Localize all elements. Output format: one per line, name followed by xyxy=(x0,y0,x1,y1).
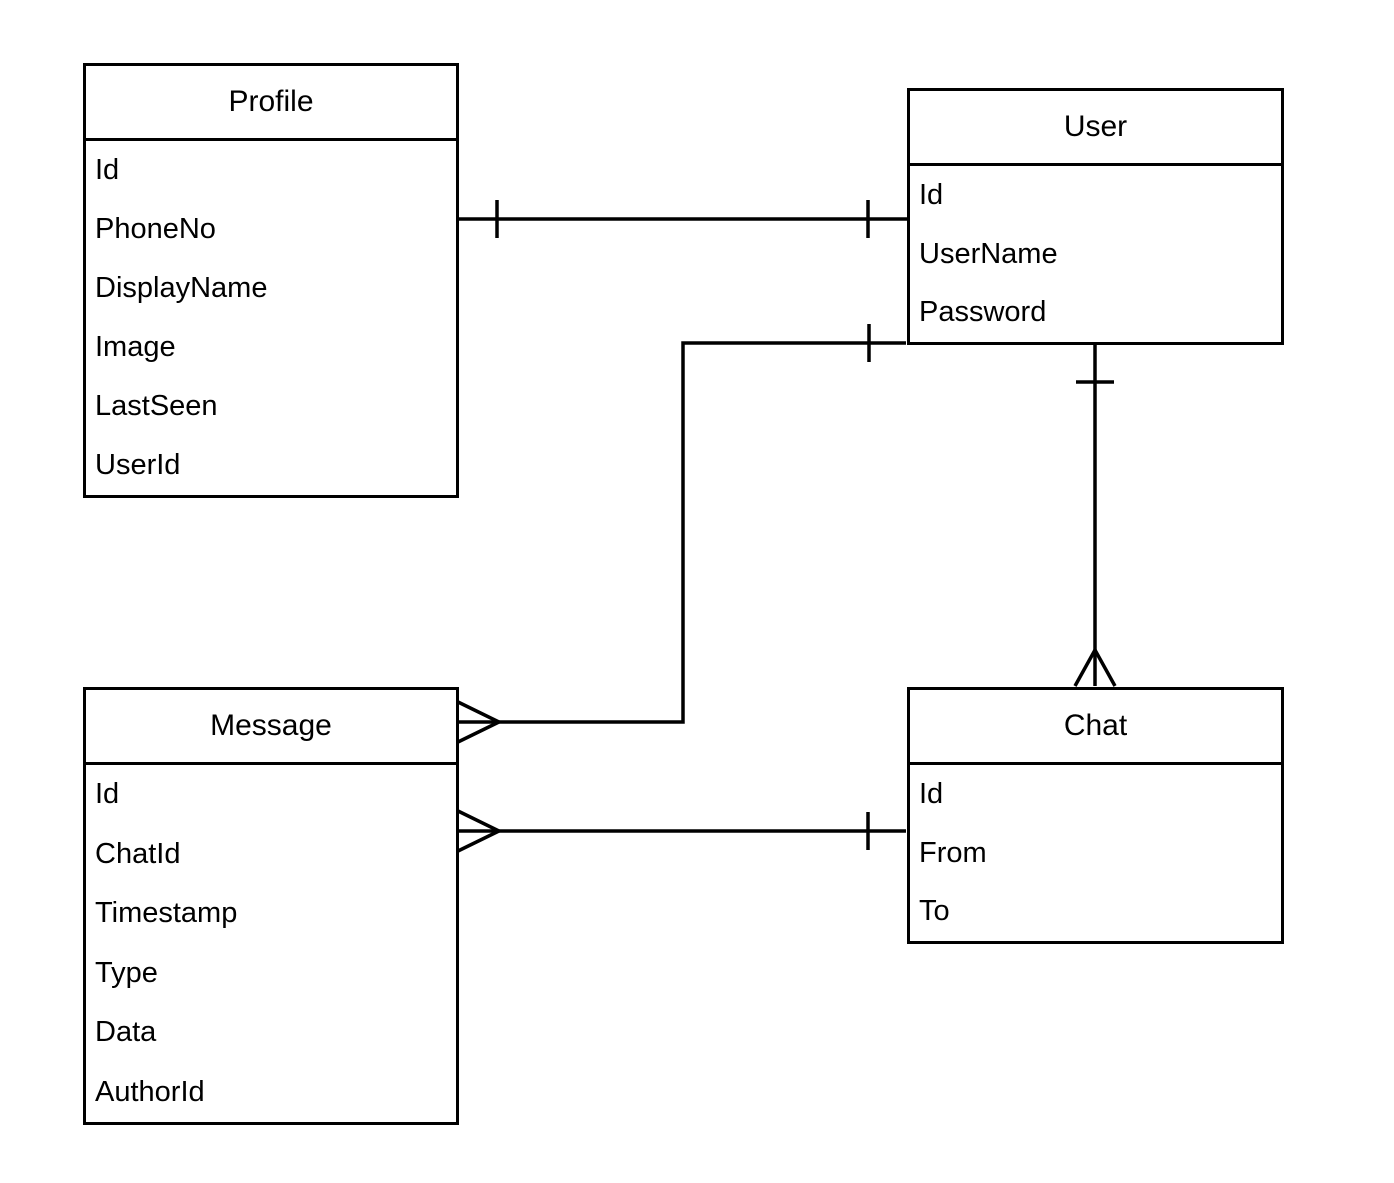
entity-message-fields: Id ChatId Timestamp Type Data AuthorId xyxy=(86,765,456,1122)
relationship-user-chat xyxy=(1073,345,1117,687)
relationship-profile-user xyxy=(459,200,907,238)
entity-profile: Profile Id PhoneNo DisplayName Image Las… xyxy=(83,63,459,498)
entity-profile-title: Profile xyxy=(86,66,456,141)
field-message-type: Type xyxy=(95,956,158,989)
field-profile-lastseen: LastSeen xyxy=(95,390,218,422)
field-profile-userid: UserId xyxy=(95,449,181,481)
entity-chat: Chat Id From To xyxy=(907,687,1284,944)
entity-user-fields: Id UserName Password xyxy=(910,166,1281,342)
connector-line xyxy=(499,341,906,724)
field-message-data: Data xyxy=(95,1016,157,1049)
relationship-message-user xyxy=(457,324,906,744)
field-profile-id: Id xyxy=(95,154,120,186)
field-user-password: Password xyxy=(919,296,1047,329)
field-message-authorid: AuthorId xyxy=(95,1075,205,1108)
field-chat-to: To xyxy=(919,895,950,928)
field-profile-image: Image xyxy=(95,331,176,363)
entity-user-title: User xyxy=(910,91,1281,166)
field-message-id: Id xyxy=(95,778,120,811)
entity-profile-fields: Id PhoneNo DisplayName Image LastSeen Us… xyxy=(86,141,456,495)
field-user-id: Id xyxy=(919,178,944,211)
entity-chat-fields: Id From To xyxy=(910,765,1281,941)
entity-user: User Id UserName Password xyxy=(907,88,1284,345)
field-chat-id: Id xyxy=(919,777,944,810)
relationship-message-chat xyxy=(457,809,906,853)
field-user-username: UserName xyxy=(919,237,1058,270)
field-profile-phoneno: PhoneNo xyxy=(95,213,216,245)
entity-message-title: Message xyxy=(86,690,456,765)
field-profile-displayname: DisplayName xyxy=(95,272,268,304)
crow-foot-many-icon xyxy=(1073,646,1117,687)
field-message-chatid: ChatId xyxy=(95,837,181,870)
entity-chat-title: Chat xyxy=(910,690,1281,765)
entity-message: Message Id ChatId Timestamp Type Data Au… xyxy=(83,687,459,1125)
field-chat-from: From xyxy=(919,836,987,869)
field-message-timestamp: Timestamp xyxy=(95,897,238,930)
